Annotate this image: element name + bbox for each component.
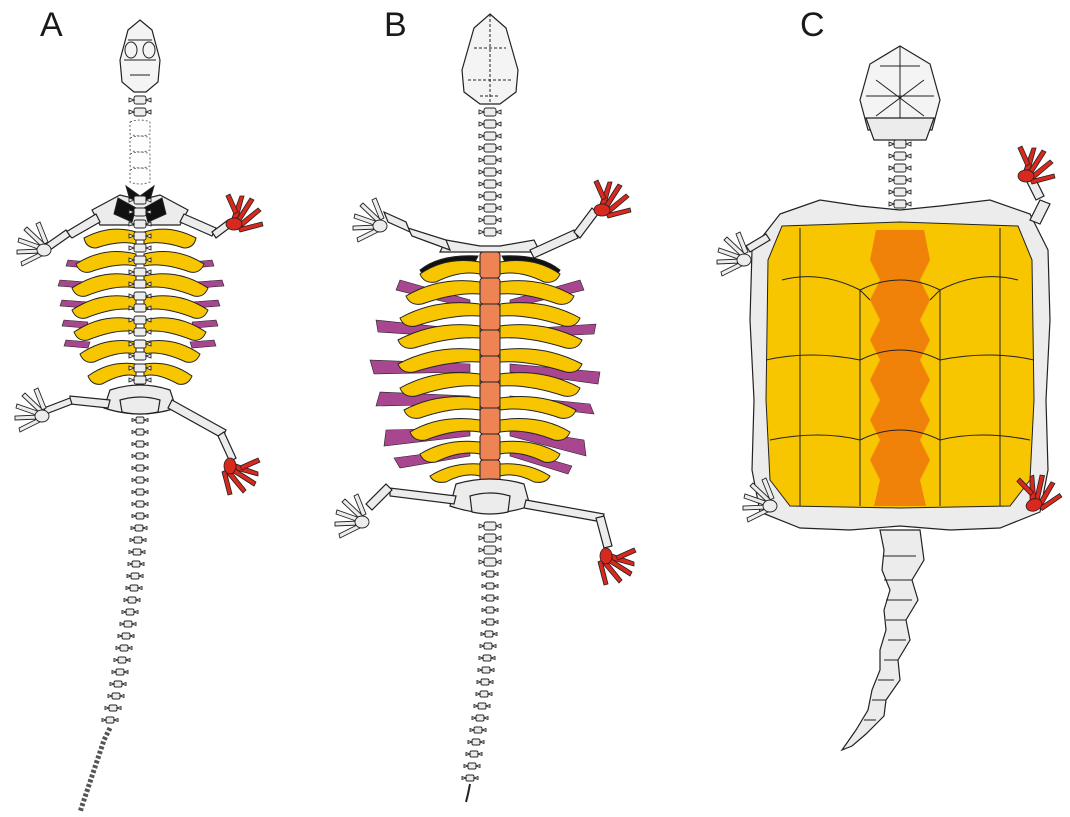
red-hand-icon [226, 194, 263, 232]
panel-label-c: C [800, 6, 825, 44]
panel-a: A [15, 6, 263, 812]
red-foot-icon [222, 458, 260, 495]
skull-icon [120, 20, 160, 92]
trunk-vertebrae [129, 196, 151, 384]
right-forelimb [530, 180, 631, 258]
pelvis [104, 385, 176, 414]
tail [842, 530, 924, 750]
panel-b: B [335, 6, 636, 802]
skull-icon [860, 46, 940, 140]
panel-label-a: A [40, 6, 63, 44]
right-hindlimb [524, 500, 636, 585]
neck [889, 140, 911, 208]
carapace-vertebral [870, 230, 930, 506]
tail [462, 522, 501, 802]
left-forelimb [353, 198, 450, 250]
right-forelimb [180, 194, 263, 238]
panel-c: C [717, 6, 1064, 750]
neck [129, 96, 151, 184]
left-hindlimb [335, 484, 456, 538]
tail [80, 417, 148, 812]
red-hand-icon [1018, 146, 1055, 184]
shoulder-girdle [92, 186, 188, 225]
neck [479, 108, 501, 236]
neural-plates [480, 252, 500, 482]
panel-label-b: B [384, 6, 407, 44]
skull-icon [462, 14, 518, 104]
red-hand-icon [594, 180, 631, 218]
left-hindlimb [15, 388, 110, 432]
right-hindlimb [168, 400, 260, 495]
pelvis [450, 479, 530, 514]
red-foot-icon [598, 548, 636, 585]
